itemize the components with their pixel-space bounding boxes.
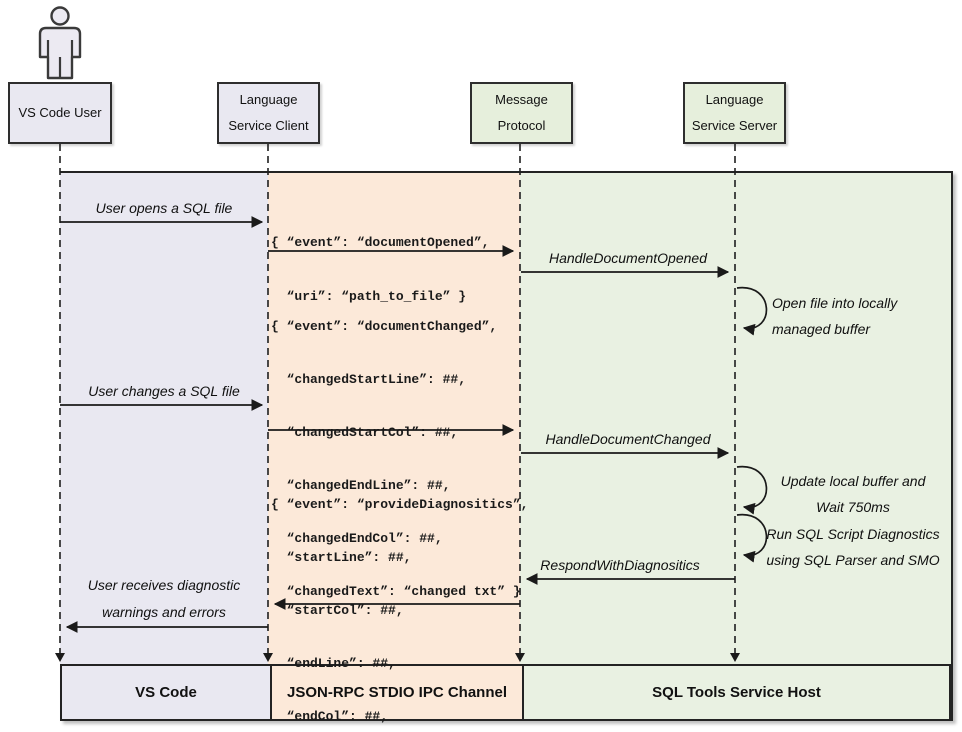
note-update-buffer: Update local buffer and Wait 750ms <box>768 468 938 520</box>
message-label-line1: User receives diagnostic <box>87 577 241 593</box>
code-line: “changedStartCol”: ##, <box>271 425 459 440</box>
footer-box-vscode: VS Code <box>62 666 270 719</box>
note-line2: managed buffer <box>772 321 871 337</box>
code-line: “endLine”: ##, <box>271 656 396 671</box>
note-open-file: Open file into locally managed buffer <box>772 290 897 342</box>
note-line1: Update local buffer and <box>780 473 926 489</box>
note-line2: Wait 750ms <box>816 499 890 515</box>
payload-document-opened: { “event”: “documentOpened”, “uri”: “pat… <box>271 201 489 339</box>
code-line: “uri”: “path_to_file” } <box>271 289 467 304</box>
message-label-handle-document-changed: HandleDocumentChanged <box>545 431 711 447</box>
payload-document-changed: { “event”: “documentChanged”, “changedSt… <box>271 285 521 633</box>
actor-label: VS Code User <box>18 105 102 120</box>
code-line: “changedText”: “changed txt” } <box>271 584 521 599</box>
footer-label: VS Code <box>135 684 197 701</box>
message-label-line2: warnings and errors <box>102 604 226 620</box>
lane-ipc-channel <box>268 173 520 721</box>
code-line: “startCol”: ##, <box>271 603 404 618</box>
code-line: { “event”: “provideDiagnositics”, <box>271 497 529 512</box>
actor-box-message-protocol: Message Protocol <box>470 82 573 144</box>
message-label-handle-document-opened: HandleDocumentOpened <box>549 250 707 266</box>
footer-row: VS Code JSON-RPC STDIO IPC Channel SQL T… <box>60 664 951 721</box>
code-line: “changedEndLine”: ##, <box>271 478 451 493</box>
code-line: “endCol”: ##, <box>271 709 389 724</box>
code-line: { “event”: “documentChanged”, <box>271 319 498 334</box>
message-label-user-receives: User receives diagnostic warnings and er… <box>60 572 268 626</box>
actor-label-line1: Message <box>495 92 548 107</box>
message-label-respond-with-diagnostics: RespondWithDiagnositics <box>540 557 700 573</box>
actor-label-line2: Service Server <box>691 118 778 133</box>
lane-vscode <box>60 173 268 721</box>
payload-provide-diagnostics: { “event”: “provideDiagnositics”, “start… <box>271 463 528 732</box>
actor-label-line1: Language <box>239 92 298 107</box>
footer-divider <box>270 666 272 719</box>
actor-label-line2: Service Client <box>228 118 309 133</box>
code-line: “changedEndCol”: ##, <box>271 531 443 546</box>
code-line: { “event”: “documentOpened”, <box>271 235 490 250</box>
actor-label-line1: Language <box>705 92 764 107</box>
code-line: “startLine”: ##, <box>271 550 412 565</box>
message-label-user-opens: User opens a SQL file <box>95 200 233 216</box>
footer-box-service-host: SQL Tools Service Host <box>524 666 949 719</box>
footer-label: JSON-RPC STDIO IPC Channel <box>286 684 508 701</box>
footer-divider <box>522 666 524 719</box>
note-line1: Open file into locally <box>772 295 898 311</box>
message-label-user-changes: User changes a SQL file <box>88 383 240 399</box>
actor-box-language-service-server: Language Service Server <box>683 82 786 144</box>
actor-box-language-service-client: Language Service Client <box>217 82 320 144</box>
user-actor-icon <box>38 6 82 80</box>
note-run-diagnostics: Run SQL Script Diagnostics using SQL Par… <box>760 521 946 573</box>
code-line: “changedStartLine”: ##, <box>271 372 467 387</box>
actor-label-line2: Protocol <box>497 118 546 133</box>
note-line2: using SQL Parser and SMO <box>766 552 940 568</box>
footer-box-ipc-channel: JSON-RPC STDIO IPC Channel <box>272 666 522 719</box>
note-line1: Run SQL Script Diagnostics <box>766 526 940 542</box>
actor-box-vscode-user: VS Code User <box>8 82 112 144</box>
footer-label: SQL Tools Service Host <box>652 684 821 701</box>
